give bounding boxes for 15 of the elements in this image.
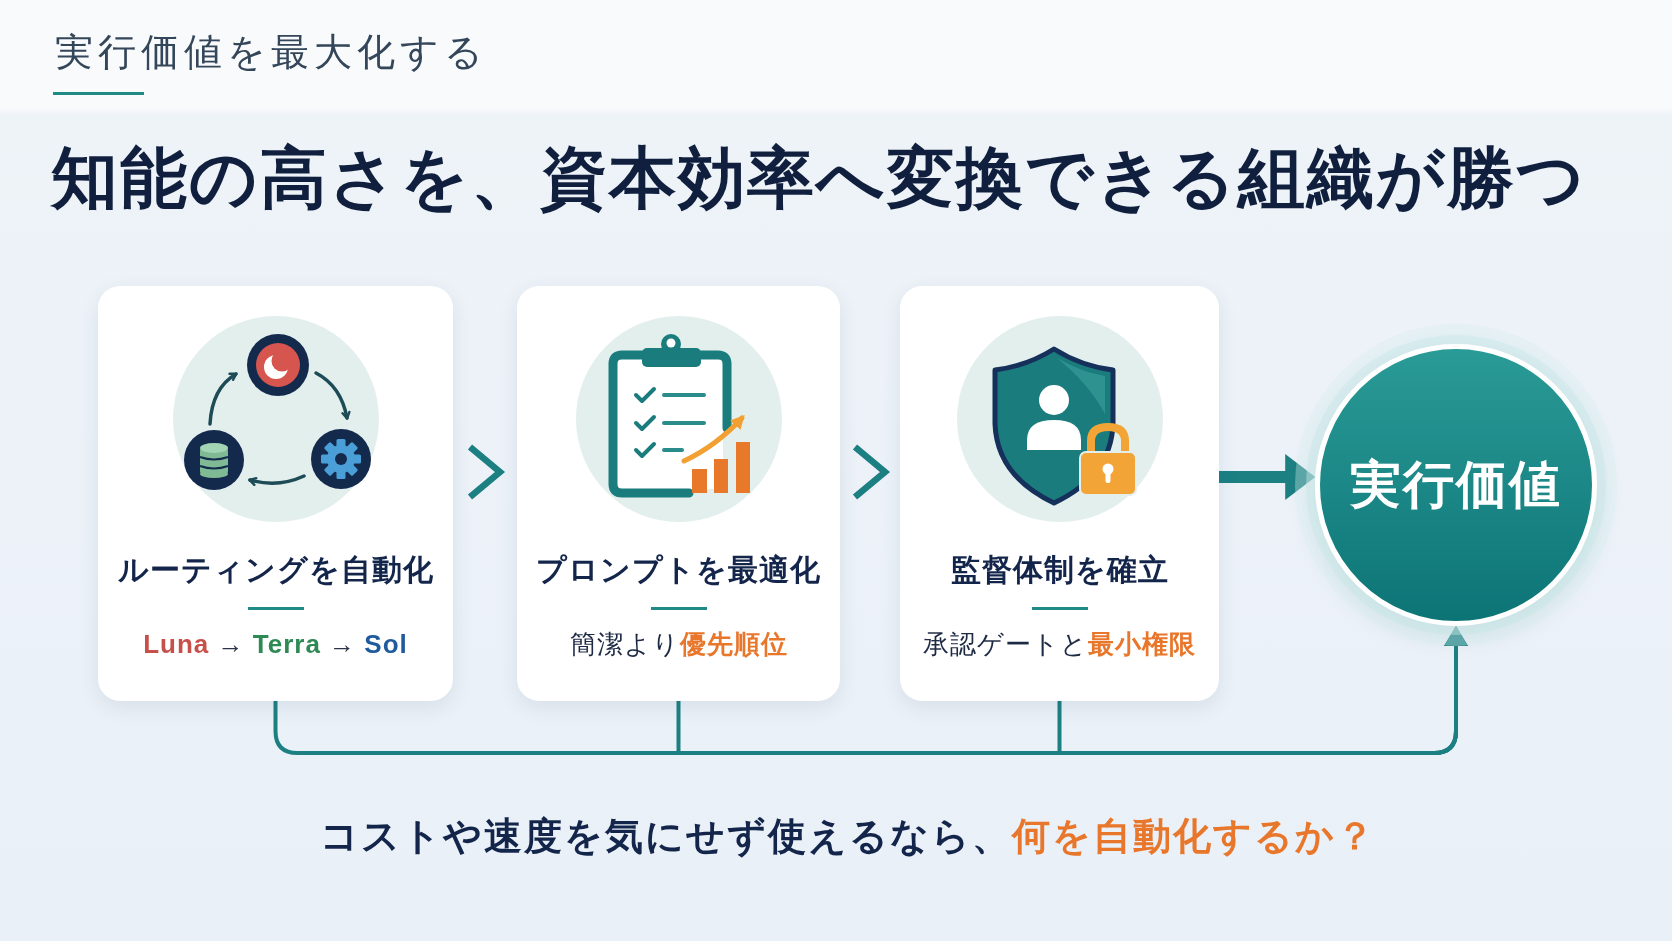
connector-arrow	[1057, 626, 1468, 755]
step-card	[900, 286, 1219, 701]
arrow	[1219, 454, 1316, 500]
question-text: コストや速度を気にせず使えるなら、何を自動化するか？	[320, 814, 1376, 860]
card-subtitle: Luna → Terra → Sol	[143, 629, 408, 661]
step-card	[98, 286, 453, 701]
card-subtitle: 簡潔より優先順位	[569, 629, 788, 661]
circle-label: 実行価値	[1350, 455, 1562, 516]
page-title: 知能の高さを、資本効率へ変換できる組織が勝つ	[51, 138, 1587, 217]
card-title: プロンプトを最適化	[536, 552, 821, 588]
step-card	[517, 286, 840, 701]
section-label: 実行価値を最大化する	[55, 30, 488, 76]
card-subtitle: 承認ゲートと最小権限	[923, 629, 1196, 661]
card-title: 監督体制を確立	[950, 552, 1169, 588]
card-title: ルーティングを自動化	[117, 552, 434, 588]
